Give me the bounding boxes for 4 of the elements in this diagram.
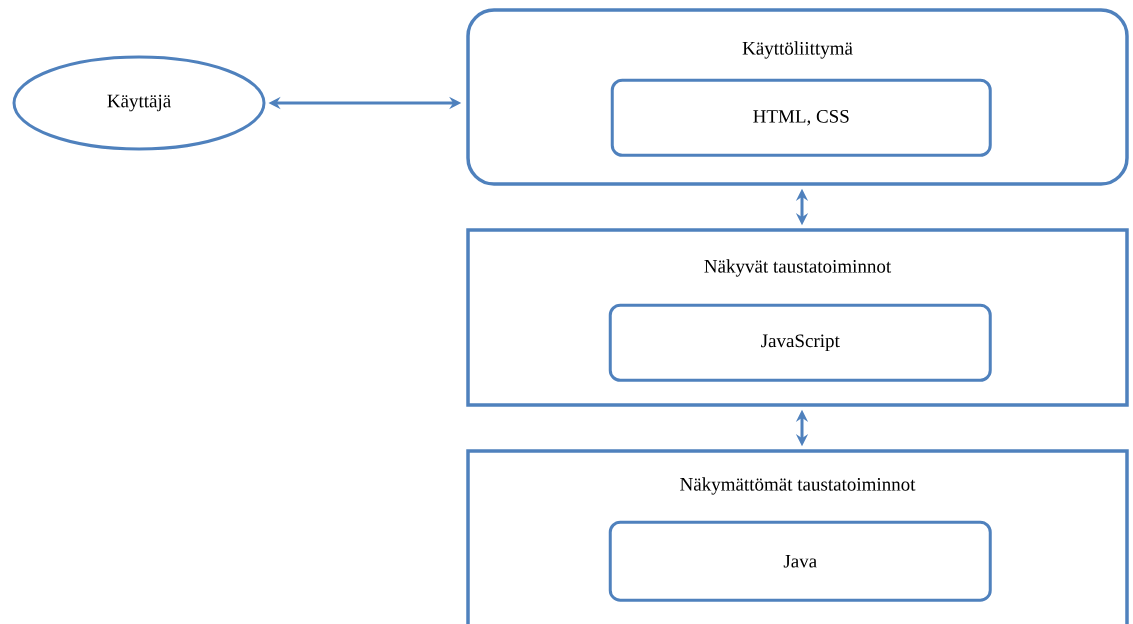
technology-box: Java (608, 520, 992, 602)
ellipse-node: Käyttäjä (12, 55, 266, 151)
technology-box: JavaScript (608, 303, 992, 382)
technology-box: HTML, CSS (610, 78, 992, 157)
